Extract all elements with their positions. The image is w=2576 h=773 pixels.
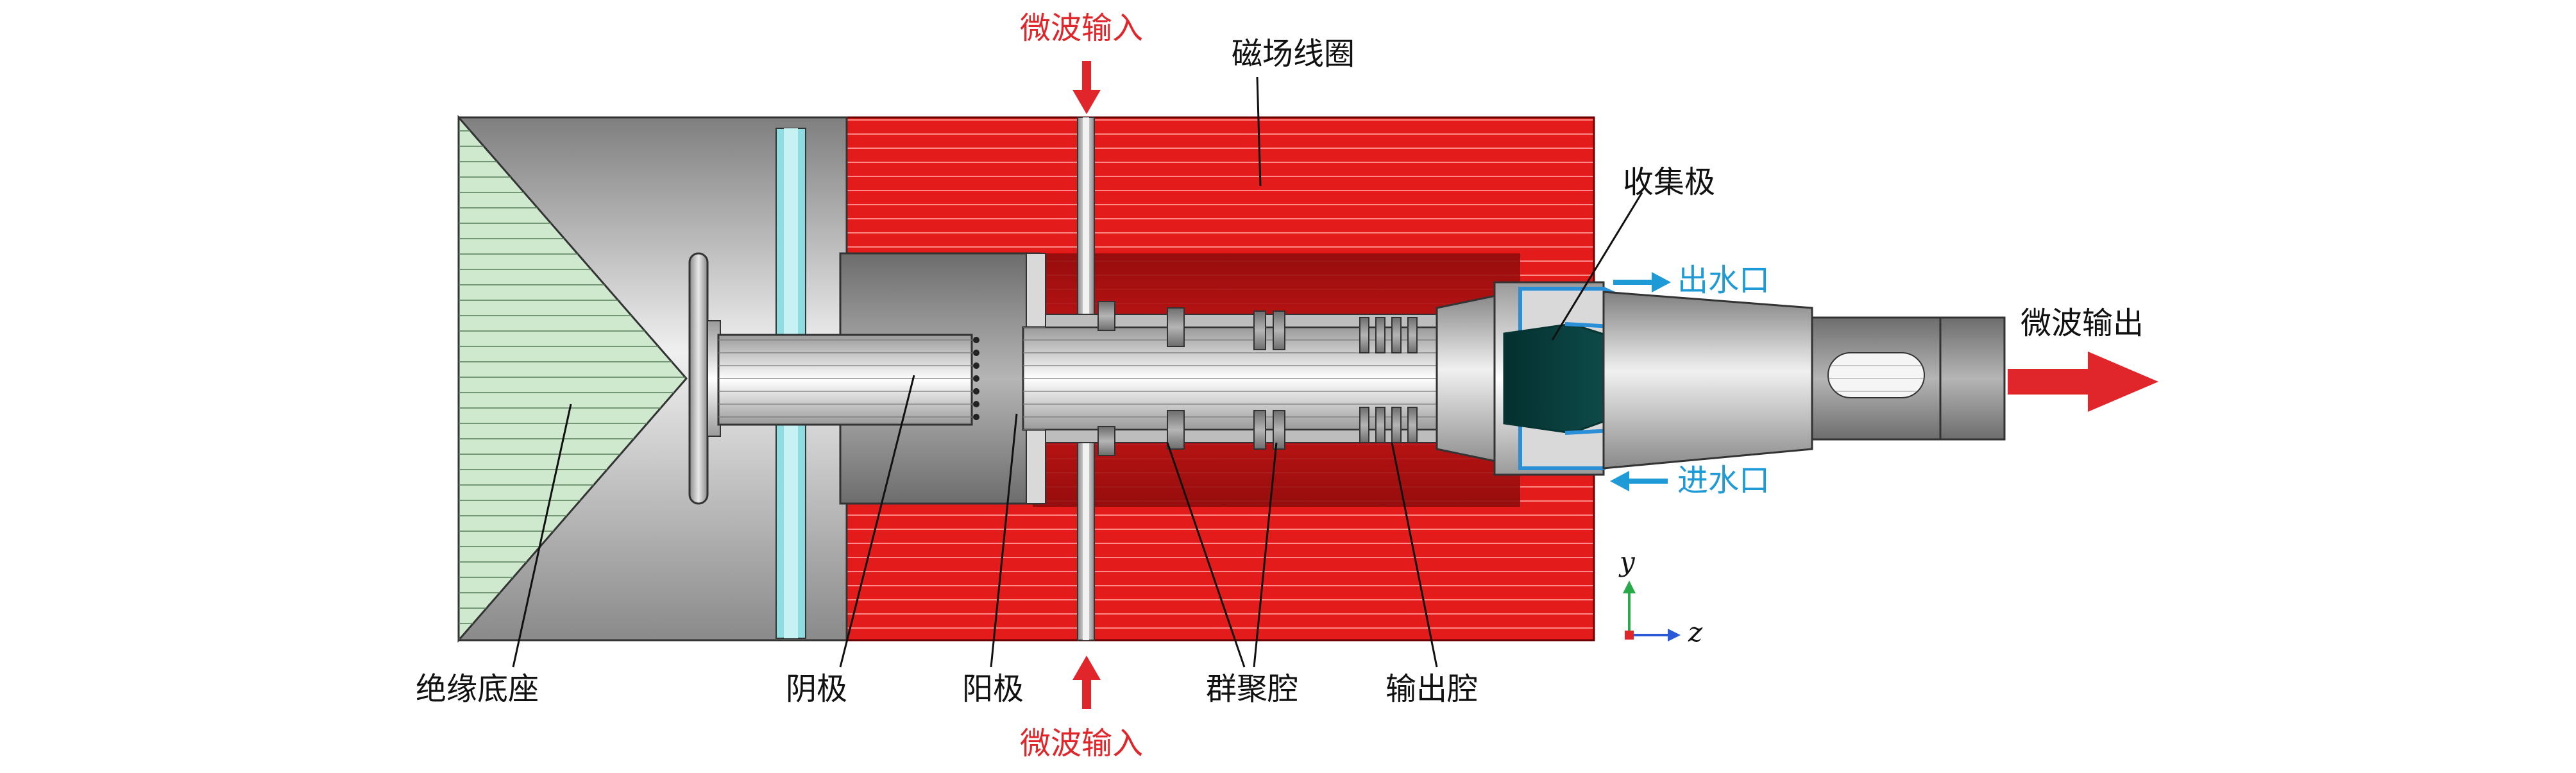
cathode-label: 阴极 [786, 671, 847, 707]
output-cavity-label: 输出腔 [1385, 671, 1478, 707]
water-inlet-label: 进水口 [1677, 463, 1770, 498]
microwave-input-top-label: 微波输入 [1020, 10, 1143, 46]
axis-indicator: y z [1618, 546, 1703, 648]
leader-lines [512, 76, 1643, 668]
bunching-cavity-label: 群聚腔 [1206, 671, 1298, 707]
output-waveguide [1602, 291, 2006, 470]
y-axis-label: y [1618, 546, 1636, 577]
water-outlet-label: 出水口 [1677, 262, 1770, 298]
microwave-output-label: 微波输出 [2021, 305, 2144, 341]
magnetic-coil-label: 磁场线圈 [1232, 36, 1355, 72]
z-axis-label: z [1688, 616, 1703, 648]
microwave-input-bottom-label: 微波输入 [1020, 726, 1143, 761]
cathode-stem [717, 334, 979, 426]
water-inlet-arrow [1610, 471, 1668, 491]
output-cavity [1359, 317, 1418, 443]
anode-label: 阳极 [962, 671, 1024, 707]
insulating-base-label: 绝缘底座 [416, 671, 539, 707]
microwave-output-arrow [2008, 352, 2158, 412]
microwave-input-arrow-top [1072, 61, 1101, 114]
cathode-emitter-dots [973, 337, 979, 420]
water-outlet-arrow [1613, 272, 1671, 293]
microwave-input-arrow-bottom [1072, 656, 1101, 709]
collector-label: 收集极 [1623, 164, 1715, 200]
bunching-cavities [1097, 301, 1285, 456]
